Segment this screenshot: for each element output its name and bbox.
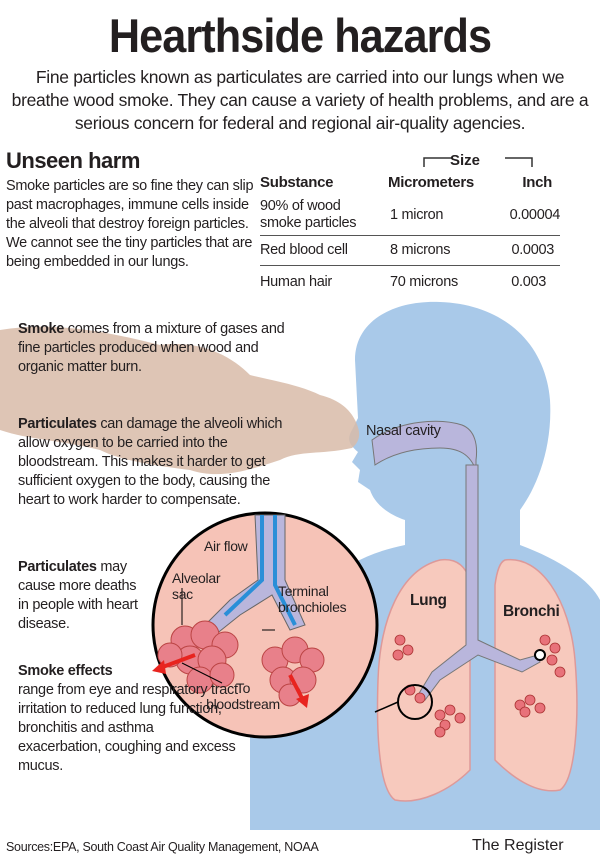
note-smoke-effects: Smoke effects range from eye and respira…	[18, 663, 238, 774]
alveoli-clusters	[392, 634, 566, 738]
cell: 0.003	[511, 274, 546, 290]
cell: 0.0003	[497, 235, 560, 266]
label-alveolar-sac: Alveolar sac	[172, 570, 221, 602]
alveolar-sacs	[157, 620, 325, 707]
right-lung	[494, 558, 578, 792]
label-lung: Lung	[410, 592, 447, 609]
label-to-bloodstream: To bloodstream	[206, 680, 280, 712]
col-substance: Substance	[260, 174, 334, 191]
page-title: Hearthside hazards	[108, 9, 492, 62]
label-airflow: Air flow	[204, 538, 248, 554]
col-inch: Inch	[522, 174, 552, 191]
size-header: Size	[449, 152, 480, 169]
col-micrometers: Micrometers	[388, 174, 474, 191]
cell: Human hair	[260, 274, 332, 290]
cell: 8 microns	[378, 235, 498, 266]
note-particulates-deaths: Particulates may cause more deaths in pe…	[18, 559, 138, 632]
size-table: Substance Micrometers Inch 90% of wood smo…	[260, 172, 560, 299]
cell: 90% of wood smoke particles	[260, 195, 378, 236]
cell: 0.00004	[497, 195, 560, 236]
cell: 1 micron	[378, 195, 498, 236]
smoke-cloud	[0, 326, 360, 475]
bronchi-marker	[534, 649, 546, 661]
note-particulates: Particulates can damage the alveoli whic…	[18, 416, 283, 508]
note-smoke: Smoke comes from a mixture of gases and …	[18, 321, 285, 375]
sources: Sources:EPA, South Coast Air Quality Man…	[6, 840, 319, 854]
subtitle: Fine particles known as particulates are…	[11, 67, 589, 133]
label-nasal-cavity: Nasal cavity	[366, 423, 441, 439]
label-bronchi: Bronchi	[503, 603, 560, 620]
publisher: The Register	[472, 837, 564, 854]
label-terminal-bronchioles: Terminal bronchioles	[278, 583, 347, 615]
cell: Red blood cell	[260, 235, 378, 266]
trachea	[417, 464, 541, 701]
cell: 70 microns	[390, 274, 458, 290]
table-row: Human hair 70 microns 0.003	[260, 266, 560, 300]
unseen-text: Smoke particles are so fine they can sli…	[6, 178, 254, 270]
unseen-heading: Unseen harm	[6, 148, 140, 173]
